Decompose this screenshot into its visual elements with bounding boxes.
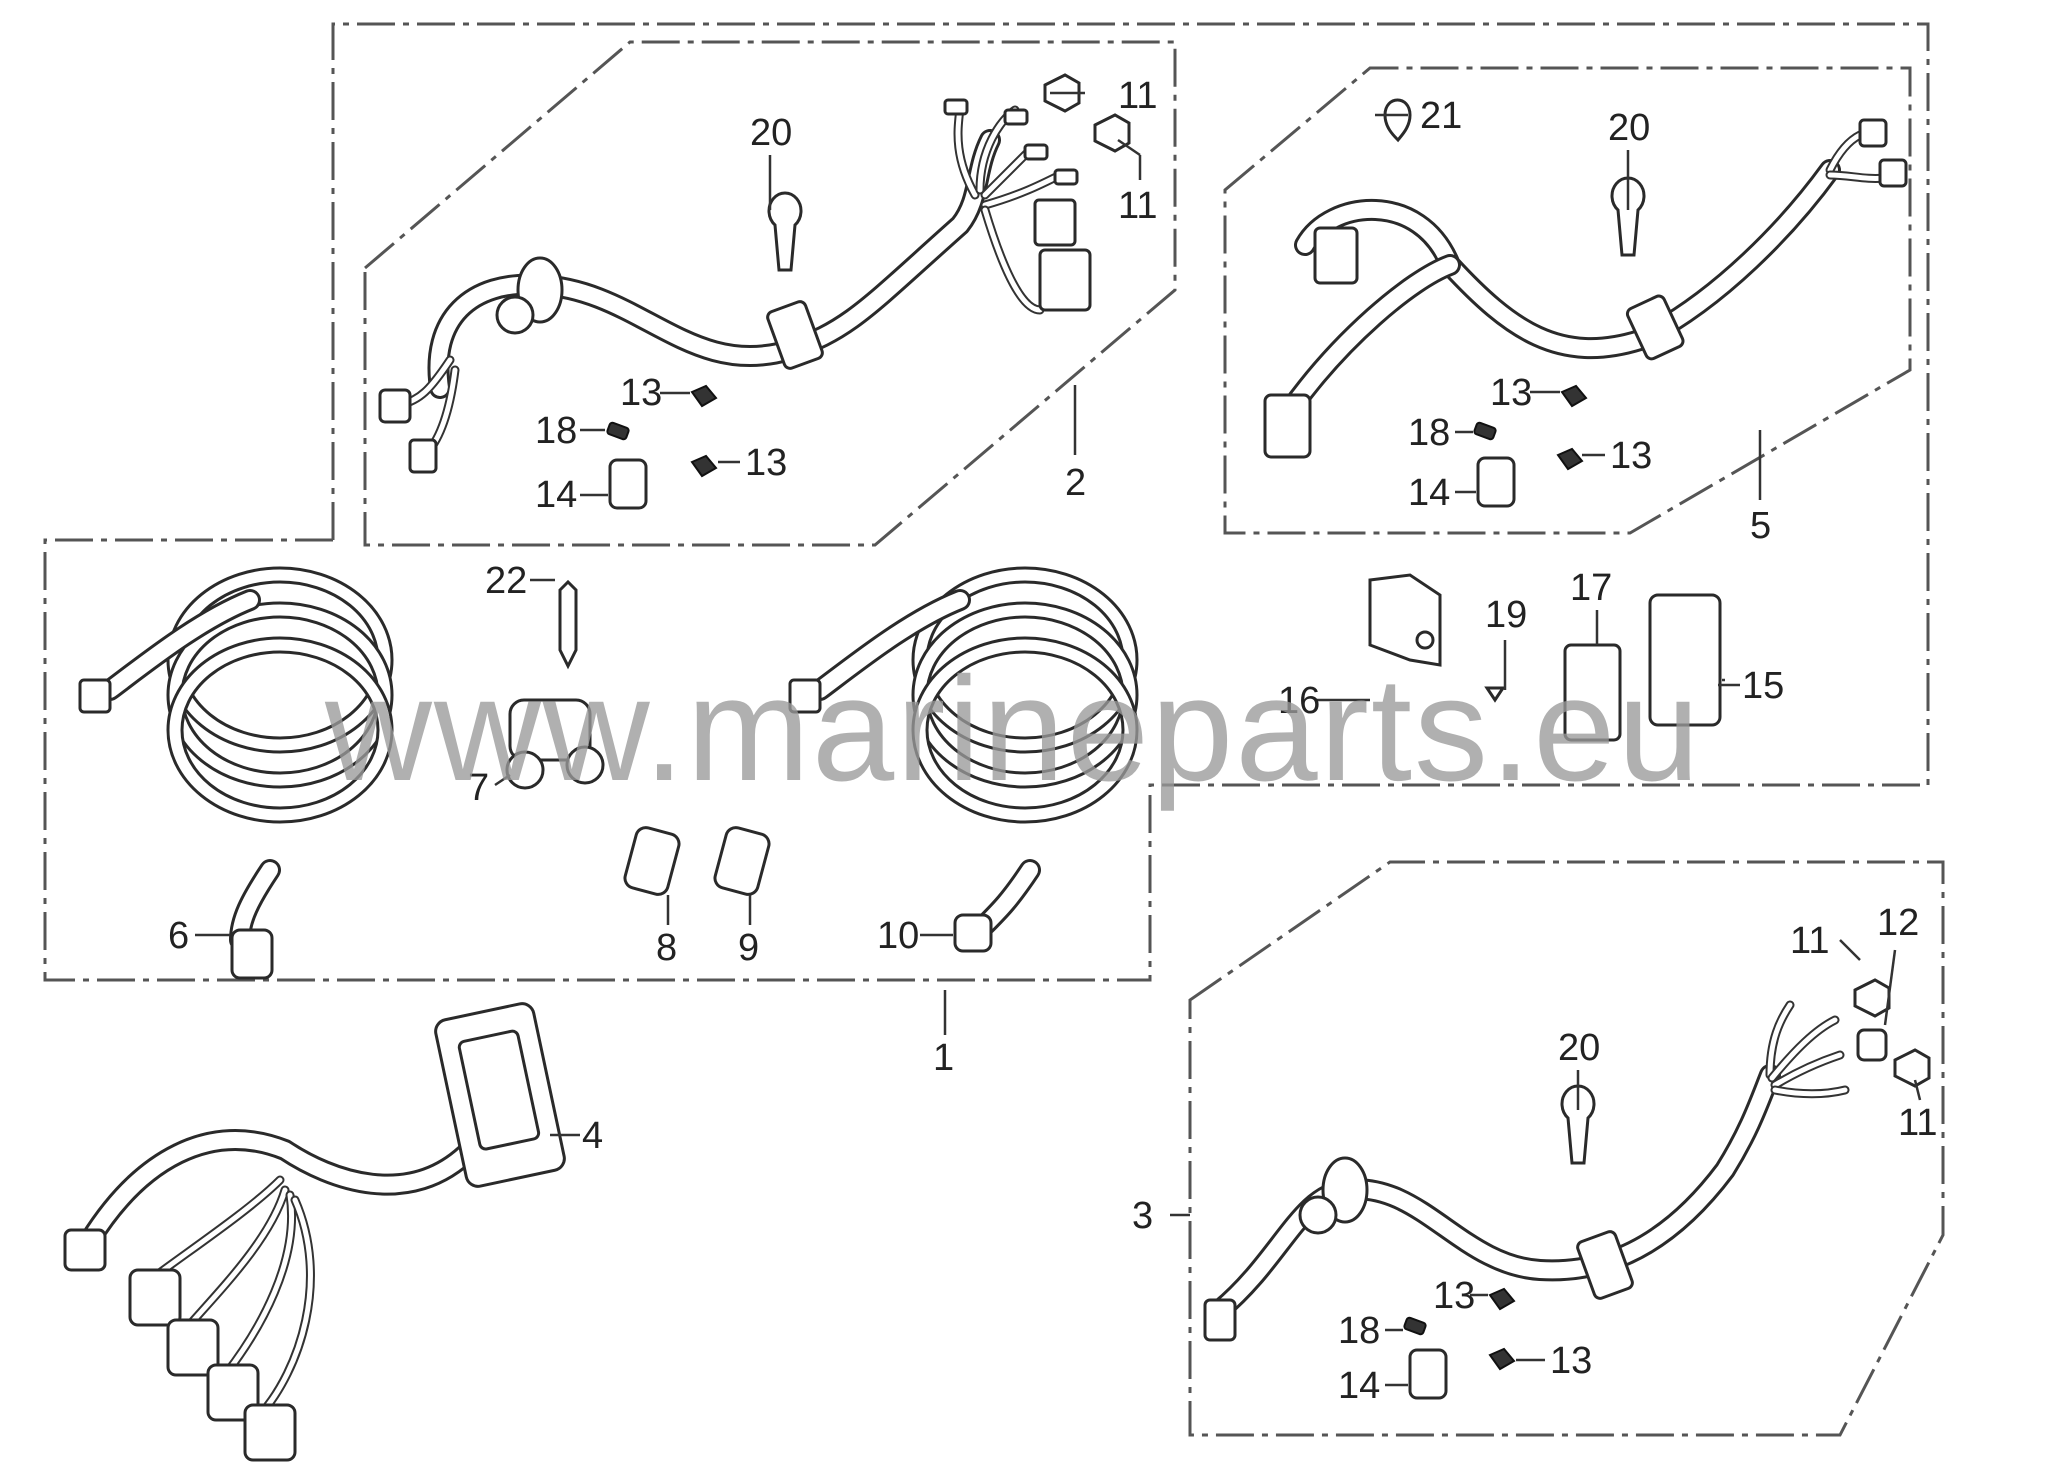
callout-22: 22 [485,560,527,602]
callout-15: 15 [1742,665,1784,707]
callout-18: 18 [535,410,577,452]
watermark: www.marineparts.eu [324,647,1702,812]
callout-14: 14 [1408,472,1450,514]
callout-14: 14 [1338,1365,1380,1407]
leader-lines [195,91,1922,1387]
callout-21: 21 [1420,95,1462,137]
callout-13: 13 [1550,1340,1592,1382]
callout-1: 1 [933,1037,954,1079]
outline-kit-3 [1188,860,1945,1437]
callout-14: 14 [535,474,577,516]
callout-13: 13 [620,372,662,414]
callout-16: 16 [1278,680,1320,722]
harness-kit-2 [378,73,1131,510]
harness-part-4 [63,1002,566,1462]
callout-7: 7 [468,767,489,809]
harness-kit-3 [1203,978,1931,1400]
outline-kit-5-outer [43,22,1930,982]
callout-12: 12 [1877,902,1919,944]
callout-20: 20 [1558,1027,1600,1069]
relay-parts [1368,573,1722,742]
cable-kit-1 [78,566,1139,980]
callout-6: 6 [168,915,189,957]
callout-13: 13 [1490,372,1532,414]
callout-9: 9 [738,927,759,969]
callout-13: 13 [1610,435,1652,477]
callout-11: 11 [1118,185,1157,227]
callout-3: 3 [1132,1195,1153,1237]
callout-5: 5 [1750,505,1771,547]
callout-19: 19 [1485,594,1527,636]
callout-4: 4 [582,1115,603,1157]
group-outlines [43,22,1945,1437]
callout-8: 8 [656,927,677,969]
callout-17: 17 [1570,567,1612,609]
callout-18: 18 [1338,1310,1380,1352]
callout-20: 20 [1608,107,1650,149]
callout-13: 13 [745,442,787,484]
callout-11: 11 [1118,75,1157,117]
callout-numbers: 11 11 20 13 13 18 14 2 21 20 13 13 18 14… [168,75,1937,1407]
callout-13: 13 [1433,1275,1475,1317]
callout-11: 11 [1898,1102,1937,1144]
callout-20: 20 [750,112,792,154]
callout-2: 2 [1065,462,1086,504]
outline-kit-2 [363,40,1177,547]
callout-10: 10 [877,915,919,957]
callout-11: 11 [1790,920,1829,962]
harness-kit-5 [1263,98,1908,508]
callout-18: 18 [1408,412,1450,454]
outline-kit-5 [1223,66,1912,535]
